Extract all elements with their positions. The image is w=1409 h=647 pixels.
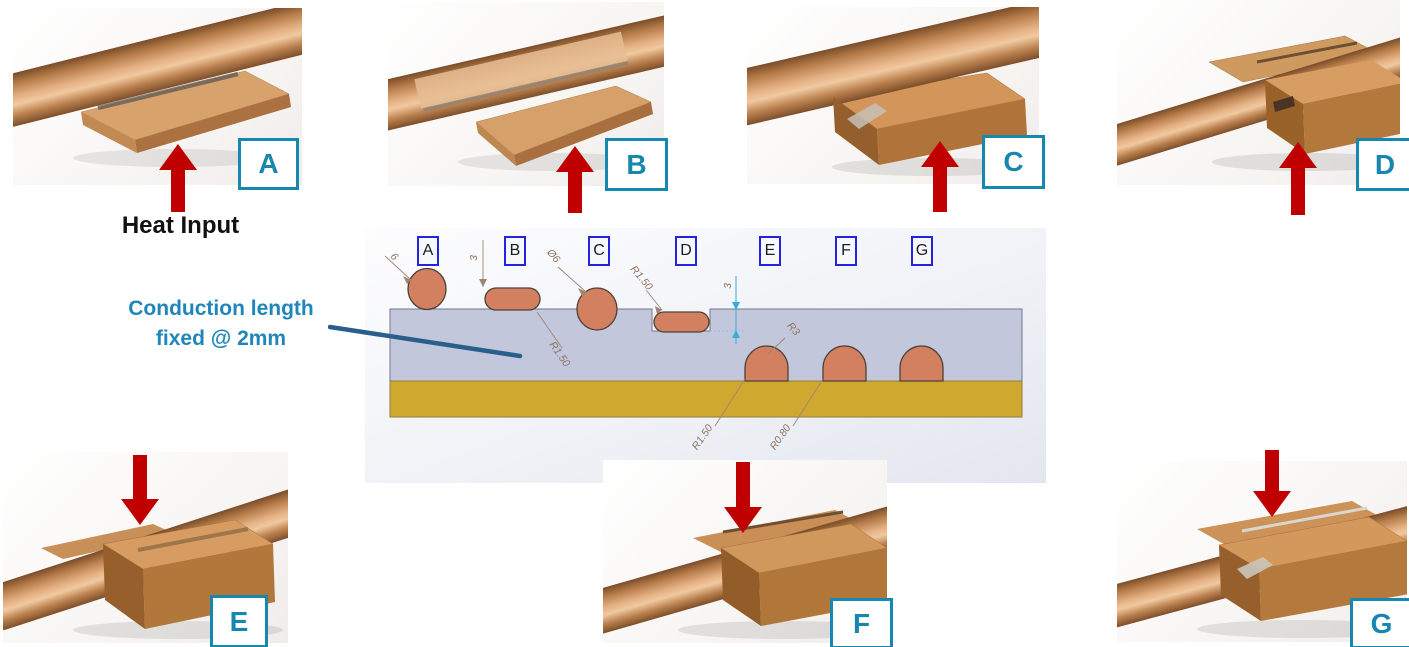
dim-d-corner-radius: R1.50 [628,263,655,292]
heat-arrow-d [1279,142,1317,215]
section-b-stadium [484,287,541,311]
diagram-label-d: D [675,236,697,266]
label-badge-f: F [830,598,893,647]
solder-fillet [1237,557,1273,579]
dim-b-height: 3 [468,255,480,261]
label-badge-g: G [1350,598,1409,647]
block-front-face [877,99,1027,165]
flattened-section [414,31,628,109]
diagram-label-f: F [835,236,857,266]
block-top-face [1218,516,1407,570]
heat-arrow-b [556,146,594,213]
plate-side-face [81,112,137,153]
label-a-text: A [258,148,279,179]
label-g-text: G [1370,607,1393,639]
photo-a [13,8,302,185]
diagram-label-f-text: F [841,242,851,259]
block-side-face [1265,80,1305,154]
diagram-label-c-text: C [593,242,605,259]
diagram-label-g-text: G [915,242,929,259]
conduction-note-line2: fixed @ 2mm [155,327,287,351]
dim-a-diameter: 6 [388,251,401,264]
copper-tube [747,7,1039,126]
diagram-label-a-text: A [422,242,434,259]
block-side-face [833,97,879,165]
leader-arrowheads [403,276,662,314]
conduction-note-line1: Conduction length [128,297,314,320]
block-side-face [721,548,761,626]
section-d-stadium [653,311,710,333]
photo-d-graphic [1117,33,1400,171]
heat-input-caption: Heat Input [121,212,240,239]
photo-b [388,2,664,186]
depth-dimension-d: 3 [710,276,745,344]
label-badge-c: C [982,135,1045,189]
dim-c-diameter: Ø6 [544,246,563,265]
section-c-circle [576,287,618,331]
section-f-dome [822,345,867,382]
label-e-text: E [229,605,249,637]
diagram-label-d-text: D [680,242,692,259]
label-c-text: C [1003,146,1024,177]
slot-groove [137,527,249,552]
diagram-label-b-text: B [509,242,521,259]
cross-section-diagram: 3 6 3 Ø6 R1.50 R1.50 R3 R1.50 R0.80 A B … [365,228,1046,483]
dim-bottom-radius-1: R1.50 [690,422,716,452]
joint-seam [423,61,629,112]
slot-opening [1273,96,1295,112]
weld-seam-1 [1241,506,1368,533]
plate-side-face [476,122,516,166]
dim-bottom-radius-2: R0.80 [768,422,794,452]
section-a-circle [407,267,447,311]
photo-b-graphic [388,13,664,171]
heat-arrow-c [921,141,959,212]
conduction-leader-line [328,324,523,359]
label-badge-e: E [210,595,268,647]
copper-tube [388,13,664,132]
solder-fillet [847,103,887,129]
label-badge-d: D [1356,138,1409,191]
heat-arrow-e [121,455,159,525]
plate-front-face [514,102,653,166]
slotted-lip [41,524,175,559]
heat-arrow-f [724,462,762,533]
label-badge-b: B [605,138,668,191]
diagram-label-a: A [417,236,439,266]
diagram-label-e-text: E [764,242,776,259]
diagram-label-b: B [504,236,526,266]
photo-a-graphic [13,8,302,167]
heat-arrow-g [1253,450,1291,517]
block-top-face [1265,60,1400,104]
section-e-dome [744,345,789,382]
block-front-face [1303,83,1400,154]
section-g-dome [899,345,944,382]
diagram-label-g: G [911,236,933,266]
dim-d-depth: 3 [722,283,734,289]
block-side-face [103,544,145,629]
label-d-text: D [1374,148,1396,180]
slot-line [1256,41,1358,64]
backing-strip [389,380,1023,418]
label-badge-a: A [238,138,299,190]
photo-d [1117,0,1400,185]
diagram-label-e: E [759,236,781,266]
tube-cross-sections [407,267,944,382]
slotted-lip [693,510,861,552]
photo-f [603,460,887,643]
diagram-label-c: C [588,236,610,266]
heat-arrow-a [159,144,197,212]
label-b-text: B [626,148,647,180]
joint-seam [97,71,239,111]
copper-tube [13,8,302,128]
plate-front-face [135,94,291,153]
cross-section-drawing: 3 6 3 Ø6 R1.50 R1.50 R3 R1.50 R0.80 [384,240,1023,452]
label-f-text: F [852,607,871,639]
conduction-note: Conduction length fixed @ 2mm [103,294,339,355]
